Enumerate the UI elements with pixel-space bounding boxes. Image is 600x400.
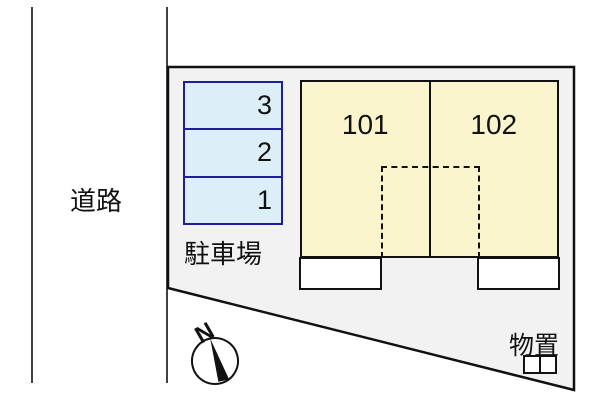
- porch-right: [477, 257, 560, 290]
- compass-north-label: N: [190, 317, 219, 349]
- building: 101 102: [300, 80, 559, 258]
- parking-space-number: 3: [256, 90, 272, 121]
- parking-space-number: 2: [256, 137, 272, 168]
- parking-space-number: 1: [256, 184, 272, 215]
- parking-space-2: 2: [185, 130, 281, 178]
- compass-circle: [191, 337, 239, 385]
- compass: N: [190, 317, 239, 385]
- unit-101: 101: [302, 82, 431, 256]
- shed-cell: [525, 357, 541, 372]
- parking-label: 駐車場: [184, 239, 263, 269]
- parking-area: 3 2 1: [183, 81, 283, 225]
- unit-102-label: 102: [470, 109, 518, 140]
- parking-space-1: 1: [185, 178, 281, 223]
- unit-101-label: 101: [341, 109, 389, 140]
- shed-cell: [541, 357, 555, 372]
- unit-102: 102: [431, 82, 558, 256]
- shed-box: [523, 355, 557, 374]
- building-dashed-outline: [381, 166, 480, 258]
- porch-left: [299, 257, 382, 290]
- compass-needle-icon: [210, 338, 230, 382]
- parking-space-3: 3: [185, 83, 281, 131]
- road-label: 道路: [70, 186, 123, 216]
